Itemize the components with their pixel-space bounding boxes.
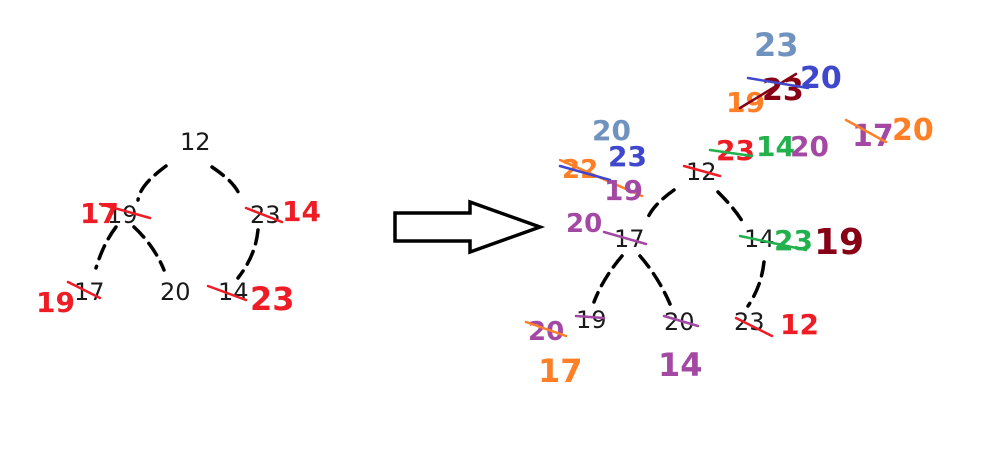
left-note-right-suffix: 14 — [282, 195, 321, 228]
edge-left-left-leftright — [132, 225, 166, 272]
edge-left-root-left — [136, 164, 168, 202]
right-strike-left-right — [662, 314, 700, 328]
right-strike-top-b — [746, 76, 810, 90]
right-node-left-left: 19 — [576, 306, 607, 334]
right-note-root-n4: 19 — [604, 174, 643, 207]
right-strike-right-left — [734, 316, 774, 338]
right-strike-right — [738, 234, 808, 252]
left-strike-left — [98, 202, 152, 220]
edge-right-left-leftright — [638, 254, 672, 306]
left-tree-edges — [94, 164, 260, 280]
edge-right-right-rightleft — [746, 260, 766, 308]
left-strike-right — [244, 206, 284, 224]
right-note-right-s1: 23 — [774, 224, 813, 257]
right-note-ll-n1: 20 — [528, 317, 564, 347]
right-strike-ll-n1 — [524, 320, 568, 338]
right-note-root-r4: 17 — [852, 119, 894, 154]
right-node-left-right: 20 — [664, 308, 695, 336]
right-note-rl-n1: 12 — [780, 308, 819, 341]
right-note-top-3: 19 — [726, 86, 765, 119]
left-node-left-right: 20 — [160, 278, 191, 306]
right-note-root-r2: 14 — [756, 130, 795, 163]
left-note-left-left-prefix: 19 — [36, 286, 75, 319]
right-note-root-r3: 20 — [790, 130, 829, 163]
right-strike-root-r4 — [844, 118, 888, 144]
right-strike-root-n3b — [558, 164, 612, 182]
right-note-ll-n2: 17 — [538, 352, 583, 390]
right-node-right-left: 23 — [734, 308, 765, 336]
left-node-left: 19 — [107, 201, 138, 229]
right-note-top-2: 20 — [800, 61, 842, 96]
left-note-right-left-suffix: 23 — [250, 280, 295, 318]
right-note-root-r1: 23 — [716, 134, 755, 167]
right-note-top-1: 23 — [754, 26, 799, 64]
right-strike-root-r1 — [708, 148, 754, 158]
edge-left-right-rightleft — [236, 228, 260, 280]
right-tree-edges — [592, 188, 766, 308]
left-node-root: 12 — [180, 128, 211, 156]
edge-right-root-right — [716, 190, 746, 226]
right-note-lr-n1: 14 — [658, 346, 703, 384]
right-note-left-n1: 20 — [566, 209, 602, 239]
right-strike-root — [682, 164, 722, 178]
right-note-root-n1: 20 — [592, 114, 631, 147]
right-note-root-r5: 20 — [892, 113, 934, 148]
right-note-root-n2: 23 — [608, 140, 647, 173]
edge-right-root-left — [644, 188, 676, 224]
right-strike-top-a — [738, 72, 798, 110]
left-strike-left-left — [66, 280, 102, 300]
right-note-right-s2: 19 — [814, 222, 864, 263]
left-strike-right-left — [206, 284, 248, 302]
edge-left-root-right — [210, 165, 242, 198]
right-strike-left-left — [574, 314, 606, 320]
transform-arrow-icon — [393, 199, 546, 255]
edge-left-left-leftleft — [94, 225, 118, 270]
edge-right-left-leftleft — [592, 254, 624, 304]
right-strike-left — [602, 230, 648, 246]
left-note-left-prefix: 17 — [80, 197, 119, 230]
